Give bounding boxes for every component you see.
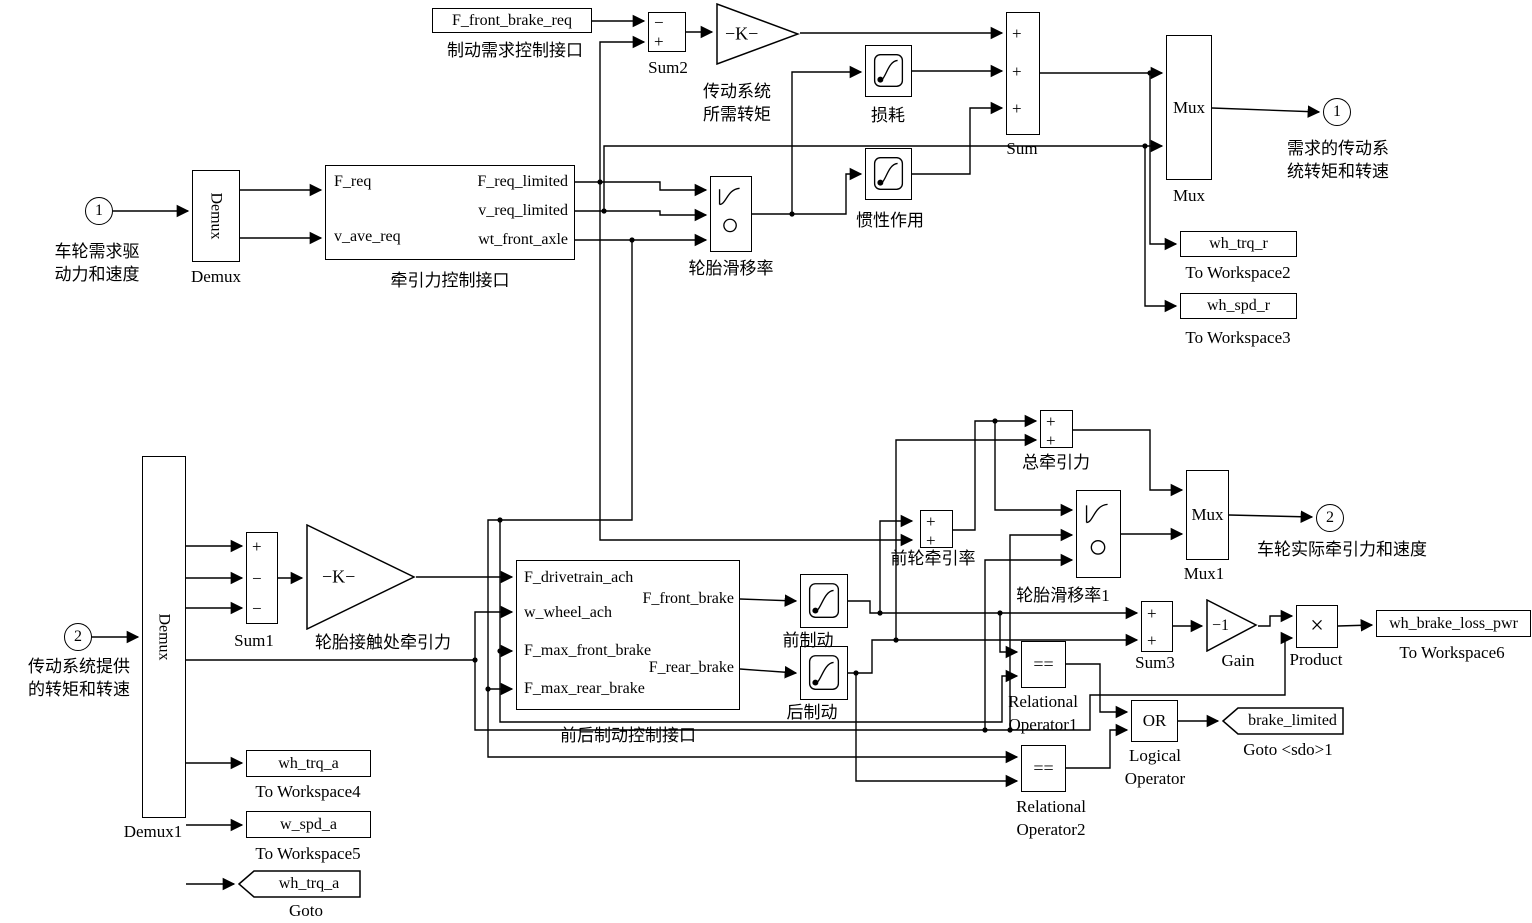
port-label-wt-front-axle: wt_front_axle	[478, 231, 568, 248]
w-spd-a-workspace-block[interactable]: w_spd_a	[246, 811, 371, 838]
goto-label: Goto	[289, 901, 323, 920]
goto-sdo1-label: Goto <sdo>1	[1243, 740, 1333, 759]
gain-drivetrain-torque-label: 传动系统所需转矩	[703, 82, 771, 124]
port-label-f-rear-brake: F_rear_brake	[648, 659, 734, 676]
outport-1-label: 需求的传动系统转矩和转速	[1287, 139, 1389, 181]
loss-block[interactable]	[865, 45, 912, 97]
wh-brake-loss-pwr-workspace-block[interactable]: wh_brake_loss_pwr	[1376, 610, 1531, 637]
transfer-curve-icon	[808, 583, 840, 618]
sum-block[interactable]: + + +	[1006, 12, 1040, 135]
goto-tag-shape	[238, 870, 361, 898]
to-workspace3-label: To Workspace3	[1185, 328, 1291, 347]
port-label-f-front-brake: F_front_brake	[642, 590, 734, 607]
port-label-w-wheel-ach: w_wheel_ach	[524, 604, 612, 621]
port-label-f-max-rear-brake: F_max_rear_brake	[524, 680, 645, 697]
tire-slip1-label: 轮胎滑移率1	[1016, 586, 1110, 605]
sum1-label: Sum1	[234, 631, 274, 650]
mux-block[interactable]: Mux	[1166, 35, 1212, 180]
brake-control-interface-label: 前后制动控制接口	[560, 726, 696, 745]
inport-1-label: 车轮需求驱动力和速度	[54, 242, 140, 284]
goto-tag-shape	[1222, 707, 1344, 735]
front-brake-block[interactable]	[800, 574, 848, 628]
traction-control-interface-block[interactable]: F_req v_ave_req F_req_limited v_req_limi…	[325, 165, 575, 260]
inport-2[interactable]: 2	[64, 623, 92, 651]
demux1-block[interactable]: Demux	[142, 456, 186, 818]
port-label-v-ave-req: v_ave_req	[334, 228, 401, 245]
goto-wh-trq-a-block[interactable]: wh_trq_a	[238, 870, 362, 898]
front-brake-label: 前制动	[782, 631, 834, 650]
gain-contact-traction-label: 轮胎接触处牵引力	[315, 633, 451, 652]
sum2-label: Sum2	[648, 58, 688, 77]
port-label-v-req-limited: v_req_limited	[478, 202, 568, 219]
total-traction-label: 总牵引力	[1022, 453, 1090, 472]
total-traction-sum-block[interactable]: + +	[1040, 410, 1073, 450]
gain-contact-traction-block[interactable]: −K−	[306, 524, 416, 630]
outport-2[interactable]: 2	[1316, 504, 1344, 532]
brake-control-interface-block[interactable]: F_drivetrain_ach w_wheel_ach F_max_front…	[516, 560, 740, 710]
tire-slip1-block[interactable]	[1076, 490, 1121, 578]
sum2-block[interactable]: − +	[648, 12, 686, 52]
sum1-block[interactable]: + − −	[246, 532, 278, 624]
rear-brake-label: 后制动	[786, 703, 838, 722]
product-label: Product	[1289, 650, 1343, 669]
wh-spd-r-workspace-block[interactable]: wh_spd_r	[1180, 293, 1297, 319]
wh-trq-a-workspace-block[interactable]: wh_trq_a	[246, 750, 371, 777]
wire-junctions	[472, 70, 1153, 733]
port-label-f-drivetrain-ach: F_drivetrain_ach	[524, 569, 634, 586]
product-block[interactable]: ×	[1296, 605, 1338, 648]
to-workspace5-label: To Workspace5	[255, 844, 361, 863]
sum3-label: Sum3	[1135, 653, 1175, 672]
tire-slip-icon	[718, 187, 740, 233]
gain-drivetrain-torque-block[interactable]: −K−	[716, 3, 800, 65]
to-workspace2-label: To Workspace2	[1185, 263, 1291, 282]
transfer-curve-icon	[873, 54, 904, 87]
to-workspace6-label: To Workspace6	[1399, 643, 1505, 662]
outport-1[interactable]: 1	[1323, 98, 1351, 126]
outport-2-label: 车轮实际牵引力和速度	[1257, 540, 1427, 559]
front-traction-label: 前轮牵引率	[890, 549, 976, 568]
demux1-label: Demux1	[123, 822, 183, 841]
mux1-block[interactable]: Mux	[1186, 470, 1229, 560]
inertia-block[interactable]	[865, 148, 912, 200]
demux-block[interactable]: Demux	[192, 170, 240, 262]
gain-neg1-block[interactable]: −1	[1206, 599, 1258, 652]
mux-label: Mux	[1172, 186, 1206, 205]
demux-label: Demux	[190, 267, 242, 286]
traction-control-interface-label: 牵引力控制接口	[390, 271, 510, 290]
relational-operator2-block[interactable]: ==	[1021, 745, 1066, 792]
tire-slip-icon	[1085, 503, 1108, 555]
gain-triangle-icon	[1206, 599, 1258, 652]
port-label-f-max-front-brake: F_max_front_brake	[524, 642, 652, 659]
loss-label: 损耗	[871, 106, 905, 125]
front-brake-req-from-block[interactable]: F_front_brake_req	[432, 8, 592, 33]
transfer-curve-icon	[808, 655, 840, 690]
wh-trq-r-workspace-block[interactable]: wh_trq_r	[1180, 231, 1297, 257]
goto-brake-limited-block[interactable]: brake_limited	[1222, 707, 1345, 735]
relational-operator1-block[interactable]: ==	[1021, 641, 1066, 688]
gain-triangle-icon	[306, 524, 416, 630]
inport-2-label: 传动系统提供的转矩和转速	[28, 657, 130, 699]
sum3-block[interactable]: + +	[1141, 601, 1173, 652]
port-label-f-req-limited: F_req_limited	[477, 173, 568, 190]
logical-operator-block[interactable]: OR	[1131, 700, 1178, 742]
transfer-curve-icon	[873, 157, 904, 190]
tire-slip-block[interactable]	[710, 176, 752, 252]
tire-slip-label: 轮胎滑移率	[688, 259, 774, 278]
front-traction-sum-block[interactable]: + +	[920, 510, 953, 550]
rear-brake-block[interactable]	[800, 646, 848, 700]
gain-label: Gain	[1221, 651, 1255, 670]
to-workspace4-label: To Workspace4	[255, 782, 361, 801]
inertia-label: 惯性作用	[856, 211, 924, 230]
gain-triangle-icon	[716, 3, 800, 65]
port-label-f-req: F_req	[334, 173, 372, 190]
mux1-label: Mux1	[1183, 564, 1225, 583]
inport-1[interactable]: 1	[85, 197, 113, 225]
sum-label: Sum	[1006, 139, 1038, 158]
brake-demand-interface-label: 制动需求控制接口	[447, 41, 583, 60]
